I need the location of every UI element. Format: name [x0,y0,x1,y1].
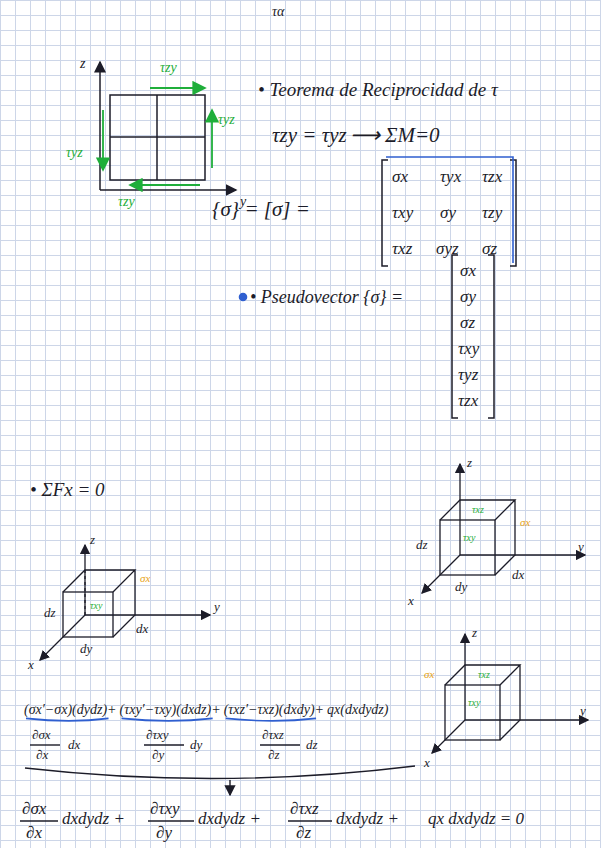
handwritten-label: qx(dxdydz) [327,702,388,717]
handwritten-label: ∂x [36,748,48,762]
cube-left [40,545,210,660]
handwritten-label: (σx′−σx)(dydz)+ [24,702,117,717]
handwritten-label: dxdydz + [62,810,125,829]
handwritten-label: ∂τxz [290,800,319,819]
handwritten-label: dy [190,738,202,752]
handwritten-label: dz [416,538,428,552]
handwritten-label: σx [460,262,476,281]
handwritten-label: dxdydz + [198,810,261,829]
handwritten-label: z [472,626,477,640]
handwritten-label: τxy [90,600,102,611]
handwritten-label: σx [520,516,530,528]
handwritten-label: τzx [458,392,478,411]
handwritten-label: x [424,756,430,770]
handwritten-label: • ΣFx = 0 [30,480,105,501]
handwritten-label: (τxz′−τxz)(dxdy)+ [224,702,324,717]
handwritten-label: ∂σx [32,728,51,742]
handwritten-label: dy [455,580,467,594]
handwritten-label: τxy [463,532,475,543]
handwritten-label: dy [80,642,92,656]
handwritten-label: ∂z [296,824,311,843]
handwritten-label: ∂τxy [150,800,180,819]
handwritten-label: dx [512,568,524,582]
handwritten-label: dz [306,738,318,752]
term-underlines [26,718,316,721]
handwritten-label: ∂y [156,824,172,843]
handwritten-label: σx [392,168,408,187]
handwritten-label: τyz [218,112,235,127]
handwritten-label: y [214,600,220,614]
handwritten-label: σz [482,240,497,259]
handwritten-label: dx [136,622,148,636]
handwritten-label: dx [68,738,80,752]
handwritten-label: τyz [66,145,83,160]
handwritten-label: dz [44,606,56,620]
term-underline [26,718,109,721]
handwritten-label: τxy [468,697,480,708]
handwritten-label: τzy [482,204,502,223]
matrix-highlight [240,157,514,301]
handwritten-label: τxz [478,669,490,680]
handwritten-label: σy [440,204,456,223]
handwritten-label: σx [140,572,150,584]
handwritten-label: σyz [436,240,459,259]
handwritten-label: τzy = τyz [272,124,347,147]
stress-square [100,62,236,190]
handwritten-label: ∂τxz [262,728,284,742]
handwritten-label: x [408,594,414,608]
handwritten-label: ⟶ ΣM=0 [350,124,440,147]
shear-arrows [103,88,212,185]
handwritten-label: ∂σx [22,800,46,819]
handwritten-label: τyz [458,366,478,385]
handwritten-label: τyx [440,168,461,187]
handwritten-label: ∂z [268,748,279,762]
handwritten-label: z [467,456,472,470]
handwritten-label: (τxy′−τxy)(dxdz)+ [120,702,221,717]
handwritten-label: τxz [472,504,484,515]
handwritten-label: qx dxdydz = 0 [428,810,524,829]
handwritten-label: τxy [392,204,413,223]
handwritten-label: y [578,540,584,554]
handwritten-label: σz [460,314,475,333]
cube-right-bottom [432,634,588,753]
handwritten-label: y [580,704,586,718]
handwritten-label: • Teorema de Reciprocidad de τ [258,80,498,101]
handwritten-label: τxz [392,240,412,259]
term-underline [226,718,316,721]
handwritten-label: τzy [118,194,135,209]
cube-right-top [422,464,585,593]
handwritten-label: τzx [482,168,502,187]
term-underline [122,718,213,721]
summary-brace [25,766,415,795]
handwritten-label: ∂x [26,824,42,843]
handwritten-label: ∂y [152,748,164,762]
handwritten-label: τα [272,4,284,19]
handwritten-label: ∂τxy [146,728,169,742]
handwritten-label: σx [424,668,434,680]
handwritten-label: σy [460,288,476,307]
handwritten-label: {σ} = [σ] = [212,198,310,221]
handwritten-label: dxdydz + [336,810,399,829]
handwritten-label: τzy [160,60,177,75]
handwritten-label: z [80,56,85,71]
handwritten-label: x [28,658,34,672]
handwritten-label: • Pseudovector {σ} = [250,288,403,308]
handwritten-label: z [90,533,95,547]
handwritten-label: τxy [458,340,479,359]
